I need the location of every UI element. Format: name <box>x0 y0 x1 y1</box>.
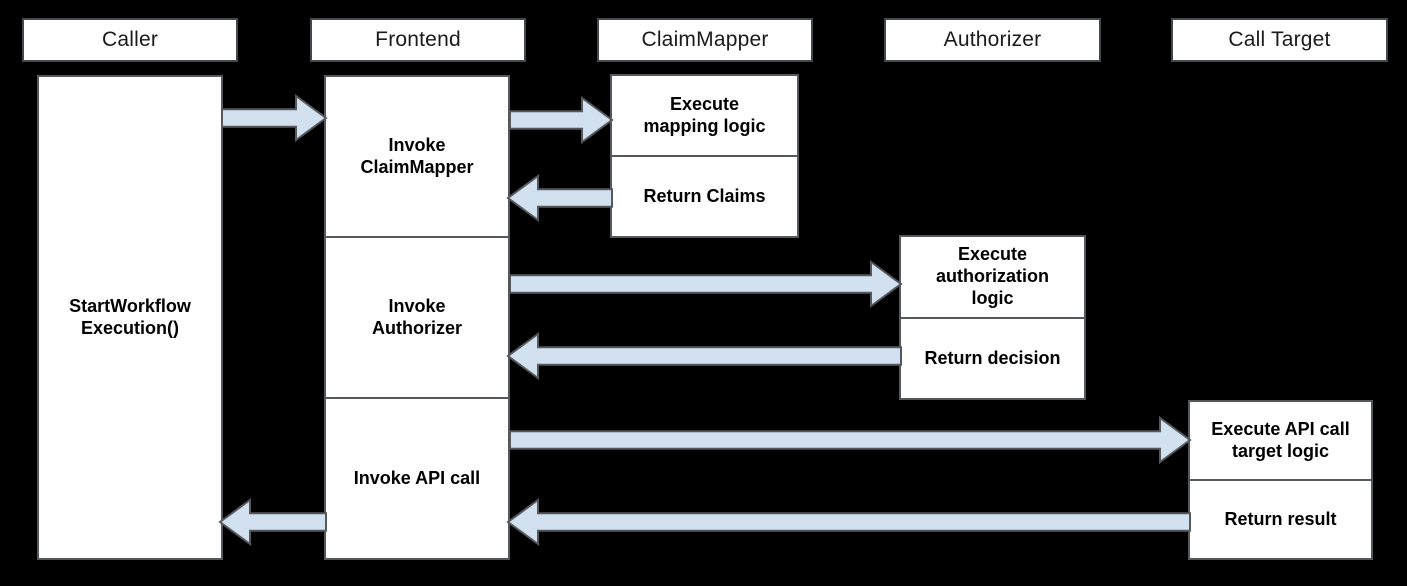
arrow-shape <box>506 332 902 380</box>
arrow-shape <box>509 416 1192 464</box>
arrow-shape <box>506 174 613 222</box>
arrow-shape <box>218 498 327 546</box>
message-arrow-frontend-to-claimmapper <box>509 96 614 144</box>
message-arrow-frontend-to-caller <box>218 498 327 546</box>
activation-az-return: Return decision <box>899 318 1086 400</box>
activation-fe-invoke-api: Invoke API call <box>324 398 510 560</box>
activation-label: Return Claims <box>643 185 766 206</box>
lane-header-claimmapper: ClaimMapper <box>597 18 813 62</box>
arrow-shape <box>506 498 1191 546</box>
lane-header-caller: Caller <box>22 18 238 62</box>
activation-ct-return: Return result <box>1188 480 1373 560</box>
message-arrow-frontend-to-authorizer <box>509 260 903 308</box>
activation-label: Return result <box>1224 508 1337 529</box>
message-arrow-authorizer-to-frontend <box>506 332 902 380</box>
activation-label: Invoke API call <box>353 467 481 488</box>
message-arrow-calltarget-to-frontend <box>506 498 1191 546</box>
lane-header-calltarget: Call Target <box>1171 18 1388 62</box>
lane-header-authorizer: Authorizer <box>884 18 1101 62</box>
activation-label: Return decision <box>924 347 1061 368</box>
arrow-shape <box>221 94 328 142</box>
activation-cm-return: Return Claims <box>610 156 799 238</box>
arrow-shape <box>509 260 903 308</box>
lane-header-frontend: Frontend <box>310 18 526 62</box>
arrow-shape <box>509 96 614 144</box>
message-arrow-caller-to-frontend <box>221 94 328 142</box>
message-arrow-frontend-to-calltarget <box>509 416 1192 464</box>
message-arrow-claimmapper-to-frontend <box>506 174 613 222</box>
